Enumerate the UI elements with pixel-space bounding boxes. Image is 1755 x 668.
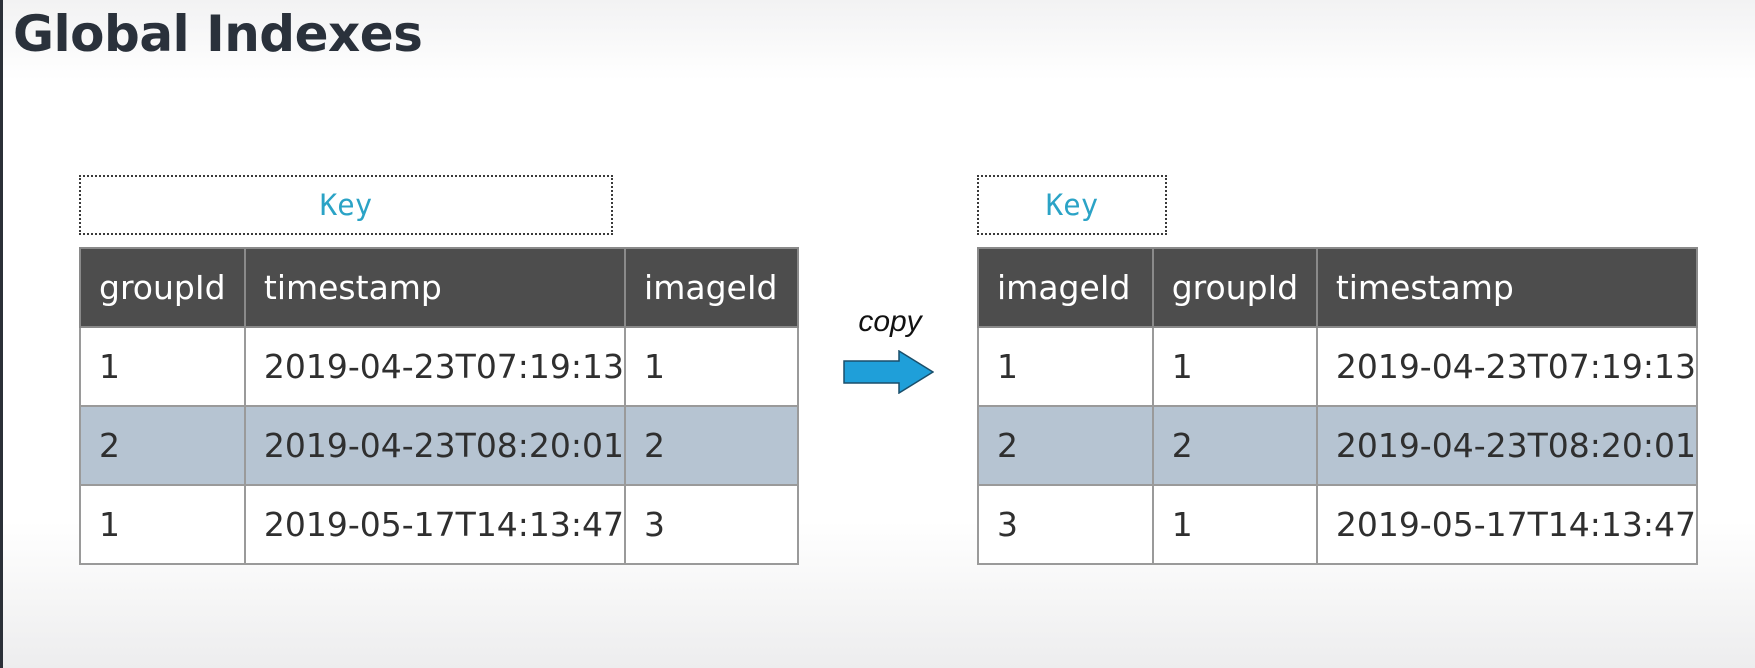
- table-cell: 1: [79, 484, 246, 565]
- copy-label: copy: [858, 305, 922, 338]
- right-table: imageId groupId timestamp 1 1 2019-04-23…: [977, 247, 1699, 565]
- right-table-header-row: imageId groupId timestamp: [977, 247, 1699, 328]
- table-cell: 1: [79, 326, 246, 407]
- table-cell: 2: [1151, 405, 1318, 486]
- right-key-box: Key: [977, 175, 1167, 235]
- right-key-label: Key: [1045, 188, 1099, 222]
- right-header-timestamp: timestamp: [1315, 247, 1699, 328]
- left-key-box: Key: [79, 175, 613, 235]
- left-header-timestamp: timestamp: [243, 247, 627, 328]
- table-row-highlighted: 2 2019-04-23T08:20:01 2: [79, 405, 799, 486]
- table-row: 3 1 2019-05-17T14:13:47: [977, 484, 1699, 565]
- table-row: 1 2019-04-23T07:19:13 1: [79, 326, 799, 407]
- table-cell: 3: [624, 484, 799, 565]
- table-cell: 1: [977, 326, 1154, 407]
- table-cell: 1: [624, 326, 799, 407]
- right-arrow-icon: [843, 350, 934, 394]
- table-cell: 1: [1151, 484, 1318, 565]
- table-cell: 2019-04-23T07:19:13: [1315, 326, 1699, 407]
- table-row: 1 1 2019-04-23T07:19:13: [977, 326, 1699, 407]
- left-table: groupId timestamp imageId 1 2019-04-23T0…: [79, 247, 799, 565]
- table-cell: 2019-04-23T08:20:01: [243, 405, 627, 486]
- right-header-imageid: imageId: [977, 247, 1154, 328]
- table-cell: 3: [977, 484, 1154, 565]
- table-cell: 2: [624, 405, 799, 486]
- table-row: 1 2019-05-17T14:13:47 3: [79, 484, 799, 565]
- page-title: Global Indexes: [13, 5, 423, 63]
- table-cell: 2019-04-23T08:20:01: [1315, 405, 1699, 486]
- table-row-highlighted: 2 2 2019-04-23T08:20:01: [977, 405, 1699, 486]
- left-header-groupid: groupId: [79, 247, 246, 328]
- table-cell: 2019-04-23T07:19:13: [243, 326, 627, 407]
- table-cell: 2: [79, 405, 246, 486]
- table-cell: 2019-05-17T14:13:47: [1315, 484, 1699, 565]
- table-cell: 2019-05-17T14:13:47: [243, 484, 627, 565]
- left-key-label: Key: [319, 188, 373, 222]
- left-header-imageid: imageId: [624, 247, 799, 328]
- table-cell: 1: [1151, 326, 1318, 407]
- slide-left-edge: [0, 0, 3, 668]
- table-cell: 2: [977, 405, 1154, 486]
- right-header-groupid: groupId: [1151, 247, 1318, 328]
- left-table-header-row: groupId timestamp imageId: [79, 247, 799, 328]
